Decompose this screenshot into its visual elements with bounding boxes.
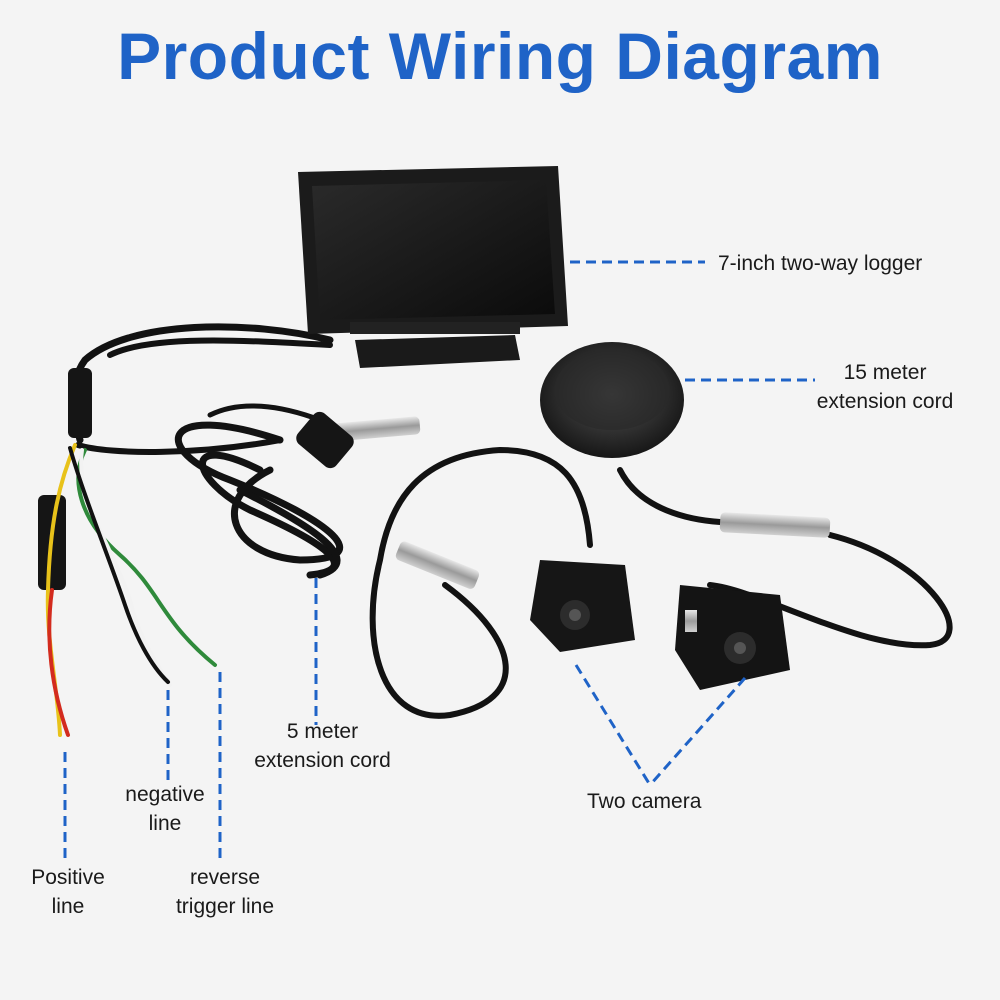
camera-left [530,560,635,652]
label-logger: 7-inch two-way logger [718,252,923,275]
label-cord15-line1: 15 meter [843,361,927,384]
label-negative: negative line [110,780,220,838]
white-wire [79,448,172,687]
label-reverse-line1: reverse [189,866,261,889]
label-negative-line2: line [148,812,182,835]
green-wire [76,448,217,667]
label-cord15-line2: extension cord [816,390,954,413]
black-wire [68,446,170,684]
label-negative-line1: negative [125,783,205,806]
label-cameras: Two camera [587,790,702,813]
extension-reel [540,342,684,458]
cable-to-camera-left [369,446,593,719]
label-reverse: reverse trigger line [160,863,290,921]
cable-top [207,403,323,423]
colored-wires [45,443,217,737]
label-positive-line1: Positive [31,866,105,889]
label-cord5: 5 meter extension cord [240,717,405,775]
label-reverse-line2: trigger line [175,895,275,918]
monitor [298,166,568,368]
leader-lines [63,260,815,862]
red-wire [47,588,70,737]
harness-main [75,437,283,455]
cameras [530,560,790,690]
leader-camera-left [574,664,652,786]
label-cord5-line2: extension cord [254,749,391,772]
page-title: Product Wiring Diagram [117,19,883,93]
camera-right [675,585,790,690]
cable-reel-out [617,467,723,525]
label-cord5-line1: 5 meter [286,720,359,743]
cables [70,323,953,719]
label-cord15: 15 meter extension cord [800,358,970,416]
monitor-cable-2 [107,337,333,358]
cable-5m-coil-1 [174,421,343,564]
leader-camera-right [648,677,747,786]
label-positive: Positive line [18,863,118,921]
connectors [296,411,831,589]
label-positive-line2: line [51,895,85,918]
cable-5m-coil-3 [236,486,341,579]
